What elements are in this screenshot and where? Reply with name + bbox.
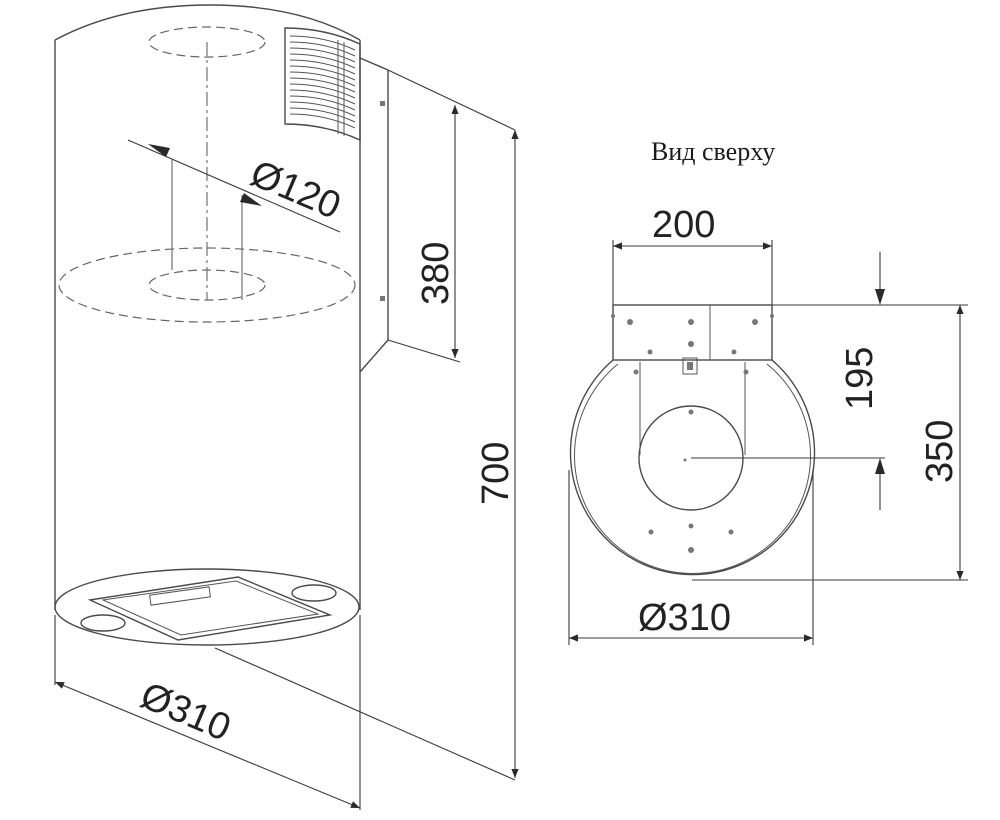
internal-duct-outline — [148, 269, 266, 301]
hood-top-circle — [569, 359, 816, 576]
bottom-panel — [54, 568, 360, 646]
wall-mount-bracket — [359, 57, 389, 373]
vent-grille — [284, 27, 361, 142]
top-duct-opening — [148, 26, 266, 58]
bottom-extension-line — [214, 647, 516, 781]
mounting-plate — [611, 304, 774, 375]
side-view: Ø120 — [54, 4, 519, 810]
duct-diameter-label: Ø120 — [244, 153, 346, 228]
top-depth-label: 195 — [839, 347, 881, 410]
side-diameter-dimension-line — [54, 681, 361, 809]
top-diameter-label: Ø310 — [638, 597, 731, 639]
total-height-label: 700 — [475, 442, 517, 505]
top-overall-depth-label: 350 — [919, 420, 961, 483]
top-view-title: Вид сверху — [651, 137, 775, 166]
top-width-label: 200 — [652, 204, 715, 246]
internal-filter-outline — [58, 247, 356, 323]
mount-top-extension — [387, 69, 516, 131]
duct-diameter-leader — [127, 139, 341, 233]
mount-height-label: 380 — [415, 242, 457, 305]
top-view: Вид сверху 200 — [568, 137, 968, 645]
mount-bottom-extension — [387, 339, 461, 363]
side-diameter-label: Ø310 — [134, 675, 236, 750]
